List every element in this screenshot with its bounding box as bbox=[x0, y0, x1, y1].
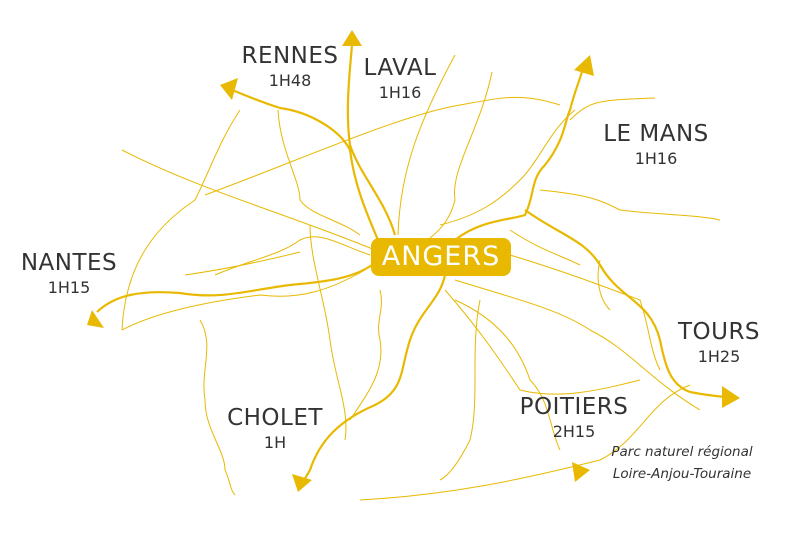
travel-time: 2H15 bbox=[552, 422, 596, 441]
route-cholet bbox=[302, 274, 447, 483]
travel-time: 1H15 bbox=[47, 278, 91, 297]
route-le-mans bbox=[454, 67, 585, 241]
park-label-line2: Loire-Anjou-Touraine bbox=[612, 466, 752, 482]
arrow-cholet-icon bbox=[292, 474, 312, 492]
arrowheads bbox=[87, 30, 740, 492]
city-name: POITIERS bbox=[519, 394, 629, 420]
arrow-laval-icon bbox=[342, 30, 362, 46]
arrow-tours-icon bbox=[722, 386, 740, 408]
main-routes bbox=[96, 44, 726, 483]
arrow-poitiers-icon bbox=[572, 462, 590, 482]
arrow-le-mans-icon bbox=[574, 55, 594, 76]
arrow-rennes-icon bbox=[220, 78, 238, 100]
travel-time: 1H16 bbox=[378, 83, 422, 102]
city-name: RENNES bbox=[241, 43, 339, 69]
city-name: TOURS bbox=[677, 319, 761, 345]
city-laval: LAVAL 1H16 bbox=[364, 54, 437, 104]
city-rennes: RENNES 1H48 bbox=[241, 42, 338, 92]
city-le-mans: LE MANS 1H16 bbox=[603, 120, 709, 170]
park-label: Parc naturel régional Loire-Anjou-Tourai… bbox=[598, 441, 766, 485]
arrow-nantes-icon bbox=[87, 310, 104, 328]
route-tours bbox=[524, 209, 726, 399]
city-name: LAVAL bbox=[363, 55, 437, 81]
city-name: NANTES bbox=[20, 250, 118, 276]
center-city-badge: ANGERS bbox=[371, 238, 511, 276]
route-laval bbox=[346, 44, 397, 236]
city-poitiers: POITIERS 2H15 bbox=[520, 393, 629, 443]
city-name: LE MANS bbox=[603, 121, 709, 147]
travel-time: 1H16 bbox=[634, 149, 678, 168]
city-nantes: NANTES 1H15 bbox=[21, 249, 117, 299]
city-tours: TOURS 1H25 bbox=[678, 318, 760, 368]
city-name: CHOLET bbox=[227, 405, 323, 431]
travel-time: 1H bbox=[263, 433, 287, 452]
minor-roads bbox=[121, 54, 721, 501]
route-rennes bbox=[231, 88, 382, 246]
travel-time: 1H48 bbox=[268, 71, 312, 90]
city-cholet: CHOLET 1H bbox=[227, 404, 323, 454]
travel-time: 1H25 bbox=[697, 347, 741, 366]
route-nantes bbox=[96, 264, 373, 313]
park-label-line1: Parc naturel régional bbox=[611, 444, 753, 460]
